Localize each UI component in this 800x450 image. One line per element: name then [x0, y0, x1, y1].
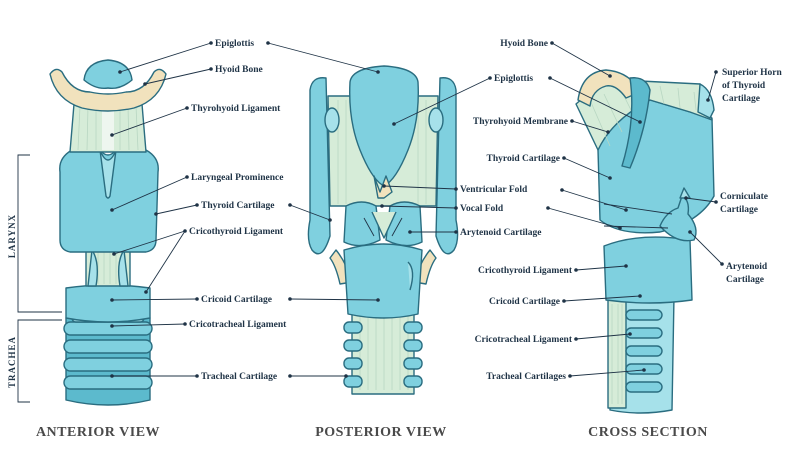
cross-section-leaders	[546, 41, 724, 378]
label-tracheal-cartilage: Tracheal Cartilage	[201, 372, 277, 382]
label-cs-cricotracheal-ligament: Cricotracheal Ligament	[475, 335, 573, 345]
cross-cricoid	[603, 236, 693, 304]
larynx-side-label: LARYNX	[7, 214, 17, 258]
anterior-epiglottis	[83, 59, 133, 90]
label-hyoid-bone: Hyoid Bone	[215, 65, 263, 75]
middle-labels: Epiglottis Hyoid Bone Thyrohyoid Ligamen…	[189, 39, 287, 382]
label-cs-hyoid-bone: Hyoid Bone	[500, 39, 548, 49]
trachea-bracket	[17, 319, 30, 403]
label-superior-horn-line1: Superior Horn	[722, 68, 782, 78]
title-cross-section: CROSS SECTION	[588, 425, 708, 440]
posterior-thyroid-cartilage	[307, 77, 331, 255]
label-post-arytenoid-cartilage: Arytenoid Cartilage	[460, 228, 542, 238]
label-cs-cricothyroid-ligament: Cricothyroid Ligament	[478, 266, 573, 276]
anterior-tracheal-rings	[63, 311, 153, 406]
label-corniculate-line2: Cartilage	[720, 205, 758, 215]
label-corniculate-line1: Corniculate	[720, 192, 768, 202]
label-ventricular-fold: Ventricular Fold	[460, 185, 528, 195]
anterior-leaders	[110, 41, 213, 378]
label-superior-horn-line3: Cartilage	[722, 94, 760, 104]
label-thyroid-cartilage: Thyroid Cartilage	[201, 201, 274, 211]
label-thyrohyoid-ligament: Thyrohyoid Ligament	[191, 104, 281, 114]
label-post-epiglottis: Epiglottis	[494, 74, 533, 84]
far-right-labels: Superior Horn of Thyroid Cartilage Corni…	[720, 68, 782, 285]
larynx-bracket	[17, 154, 30, 313]
label-laryngeal-prominence: Laryngeal Prominence	[191, 173, 283, 183]
label-cs-thyroid-cartilage: Thyroid Cartilage	[487, 154, 560, 164]
title-posterior-view: POSTERIOR VIEW	[315, 425, 447, 440]
label-epiglottis: Epiglottis	[215, 39, 254, 49]
posterior-vocal-fold	[371, 211, 397, 239]
label-cs-arytenoid-line2: Cartilage	[726, 275, 764, 285]
posterior-epiglottis	[349, 65, 419, 187]
anterior-hyoid-bone	[49, 68, 167, 112]
posterior-view-illustration	[307, 65, 459, 395]
cross-arytenoid	[659, 195, 697, 242]
anterior-cricoid	[65, 284, 151, 323]
posterior-arytenoid-left	[343, 201, 381, 247]
right-labels: Hyoid Bone Epiglottis Thyrohyoid Membran…	[460, 39, 573, 382]
label-cricothyroid-ligament: Cricothyroid Ligament	[189, 227, 284, 237]
label-cs-arytenoid-line1: Arytenoid	[726, 262, 768, 272]
label-cricoid-cartilage: Cricoid Cartilage	[201, 295, 272, 305]
view-titles: ANTERIOR VIEW POSTERIOR VIEW CROSS SECTI…	[36, 425, 708, 440]
cross-tracheal-rings	[625, 309, 663, 393]
trachea-side-label: TRACHEA	[7, 336, 17, 388]
label-vocal-fold: Vocal Fold	[460, 204, 504, 214]
posterior-arytenoid-right	[385, 201, 423, 247]
cross-section-illustration	[575, 69, 715, 414]
label-cricotracheal-ligament: Cricotracheal Ligament	[189, 320, 287, 330]
label-cs-cricoid-cartilage: Cricoid Cartilage	[489, 297, 560, 307]
side-brackets: LARYNX TRACHEA	[7, 154, 62, 403]
cross-epiglottis	[621, 77, 651, 169]
cross-hyoid-bone	[577, 69, 641, 107]
anterior-view-illustration	[49, 59, 167, 406]
label-thyrohyoid-membrane: Thyrohyoid Membrane	[473, 117, 568, 127]
posterior-tracheal-rings	[343, 311, 423, 395]
posterior-leaders	[266, 41, 492, 378]
label-superior-horn-line2: of Thyroid	[722, 81, 766, 91]
title-anterior-view: ANTERIOR VIEW	[36, 425, 160, 440]
label-cs-tracheal-cartilages: Tracheal Cartilages	[486, 372, 566, 382]
